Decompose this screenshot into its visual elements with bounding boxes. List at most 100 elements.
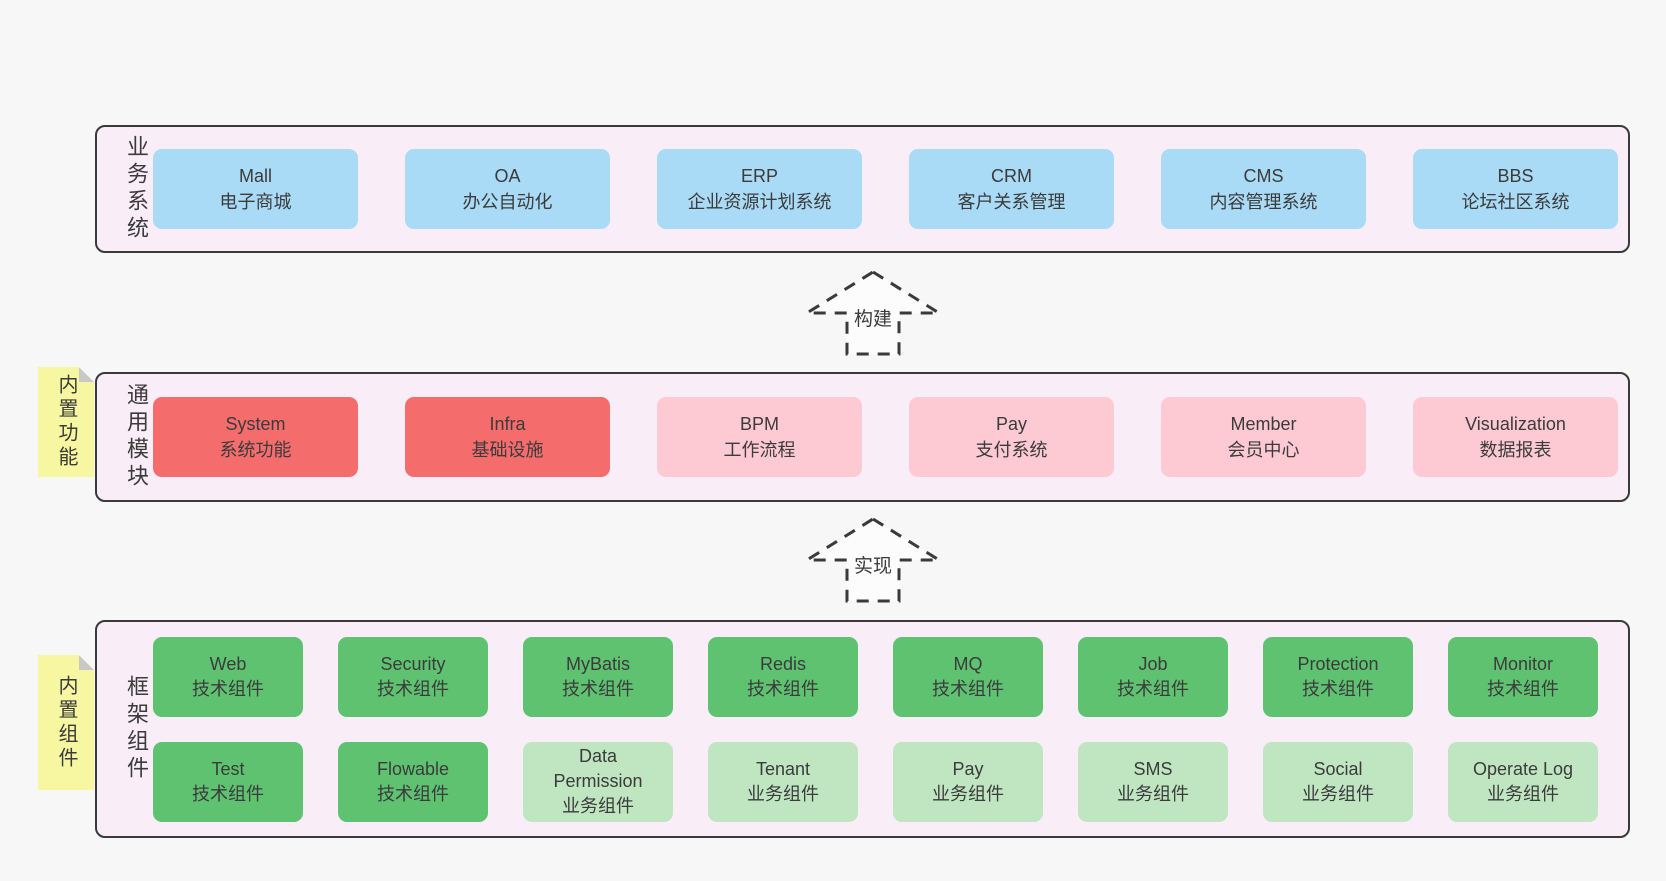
box-tenant-name: Tenant	[755, 758, 811, 779]
box-protection-name: Protection	[1297, 653, 1379, 674]
box-mq-name: MQ	[953, 653, 983, 674]
box-redis: Redis 技术组件	[708, 636, 858, 717]
box-pay-component: Pay 业务组件	[893, 741, 1043, 822]
box-operate-log: Operate Log 业务组件	[1448, 741, 1598, 822]
box-flowable: Flowable 技术组件	[338, 741, 488, 822]
box-infra-desc: 基础设施	[471, 440, 544, 460]
box-member-desc: 会员中心	[1227, 440, 1300, 460]
box-infra-name: Infra	[489, 413, 526, 434]
box-pay-component-name: Pay	[952, 758, 984, 779]
box-tenant: Tenant 业务组件	[708, 741, 858, 822]
modules-layer-label: 通用模块	[124, 383, 149, 491]
box-web-name: Web	[209, 653, 247, 674]
box-security-desc: 技术组件	[377, 678, 449, 699]
box-test: Test 技术组件	[153, 741, 303, 822]
box-web-desc: 技术组件	[192, 678, 264, 699]
box-mybatis: MyBatis 技术组件	[523, 636, 673, 717]
box-mall-name: Mall	[238, 165, 272, 186]
box-social-desc: 业务组件	[1302, 783, 1374, 804]
box-cms: CMS 内容管理系统	[1161, 149, 1366, 229]
box-protection-desc: 技术组件	[1302, 678, 1374, 699]
box-crm-desc: 客户关系管理	[957, 192, 1066, 212]
box-data-permission: Data Permission 业务组件	[523, 741, 673, 822]
framework-row-2: Test 技术组件 Flowable 技术组件 Data Permission …	[153, 741, 1598, 822]
box-oa: OA 办公自动化	[405, 149, 610, 229]
box-security: Security 技术组件	[338, 636, 488, 717]
box-mybatis-name: MyBatis	[565, 653, 630, 674]
sticky-fold-corner	[79, 655, 94, 670]
box-job-desc: 技术组件	[1117, 678, 1189, 699]
box-visualization: Visualization 数据报表	[1413, 397, 1618, 477]
box-security-name: Security	[380, 653, 446, 674]
box-member-name: Member	[1230, 413, 1297, 434]
box-oa-name: OA	[494, 165, 521, 186]
sticky-note-built-in-components: 内置组件	[38, 655, 94, 790]
box-bpm: BPM 工作流程	[657, 397, 862, 477]
box-system: System 系统功能	[153, 397, 358, 477]
box-operate-log-desc: 业务组件	[1487, 783, 1559, 804]
box-tenant-desc: 业务组件	[747, 783, 819, 804]
box-member: Member 会员中心	[1161, 397, 1366, 477]
box-bpm-desc: 工作流程	[723, 440, 796, 460]
box-pay-system-name: Pay	[995, 413, 1028, 434]
box-test-name: Test	[211, 758, 245, 779]
box-flowable-desc: 技术组件	[377, 783, 449, 804]
box-erp-desc: 企业资源计划系统	[687, 192, 832, 212]
box-bpm-name: BPM	[739, 413, 779, 434]
box-mq: MQ 技术组件	[893, 636, 1043, 717]
box-bbs: BBS 论坛社区系统	[1413, 149, 1618, 229]
box-system-desc: 系统功能	[219, 440, 292, 460]
business-layer-label: 业务系统	[124, 135, 149, 243]
sticky-note-built-in-features: 内置功能	[38, 367, 94, 477]
box-social: Social 业务组件	[1263, 741, 1413, 822]
box-mall-desc: 电子商城	[219, 192, 292, 212]
box-job-name: Job	[1138, 653, 1168, 674]
box-pay-system: Pay 支付系统	[909, 397, 1114, 477]
framework-boxes-grid: Web 技术组件 Security 技术组件 MyBatis 技术组件 Redi…	[153, 636, 1598, 822]
framework-layer-label: 框架组件	[124, 675, 149, 783]
box-flowable-name: Flowable	[376, 758, 450, 779]
box-infra: Infra 基础设施	[405, 397, 610, 477]
box-operate-log-name: Operate Log	[1472, 758, 1574, 779]
box-pay-component-desc: 业务组件	[932, 783, 1004, 804]
sticky-built-in-components-label: 内置组件	[55, 674, 77, 771]
box-crm-name: CRM	[991, 165, 1032, 186]
box-bbs-desc: 论坛社区系统	[1461, 192, 1570, 212]
sticky-built-in-features-label: 内置功能	[55, 374, 77, 470]
arrow-implement: 实现	[801, 515, 945, 605]
box-erp-name: ERP	[740, 165, 778, 186]
box-data-permission-name: Data Permission	[553, 746, 643, 792]
arrow-implement-label: 实现	[850, 551, 896, 578]
box-cms-name: CMS	[1243, 165, 1284, 186]
box-sms-name: SMS	[1133, 758, 1173, 779]
box-mybatis-desc: 技术组件	[562, 678, 634, 699]
box-sms-desc: 业务组件	[1117, 783, 1189, 804]
box-monitor-desc: 技术组件	[1487, 678, 1559, 699]
box-cms-desc: 内容管理系统	[1209, 192, 1318, 212]
arrow-build: 构建	[801, 268, 945, 358]
box-redis-desc: 技术组件	[747, 678, 819, 699]
box-visualization-desc: 数据报表	[1479, 440, 1552, 460]
box-erp: ERP 企业资源计划系统	[657, 149, 862, 229]
box-monitor: Monitor 技术组件	[1448, 636, 1598, 717]
box-social-name: Social	[1313, 758, 1363, 779]
arrow-build-label: 构建	[850, 304, 896, 331]
box-test-desc: 技术组件	[192, 783, 264, 804]
modules-boxes-row: System 系统功能 Infra 基础设施 BPM 工作流程 Pay 支付系统…	[153, 397, 1618, 477]
box-visualization-name: Visualization	[1465, 413, 1566, 434]
box-mq-desc: 技术组件	[932, 678, 1004, 699]
sticky-fold-corner	[79, 367, 94, 382]
framework-components-layer: 框架组件 Web 技术组件 Security 技术组件 MyBatis 技术组件…	[95, 620, 1630, 838]
business-boxes-row: Mall 电子商城 OA 办公自动化 ERP 企业资源计划系统 CRM 客户关系…	[153, 149, 1618, 229]
box-monitor-name: Monitor	[1492, 653, 1554, 674]
common-modules-layer: 通用模块 System 系统功能 Infra 基础设施 BPM 工作流程 Pay…	[95, 372, 1630, 502]
box-pay-system-desc: 支付系统	[975, 440, 1048, 460]
box-oa-desc: 办公自动化	[462, 192, 553, 212]
box-mall: Mall 电子商城	[153, 149, 358, 229]
box-crm: CRM 客户关系管理	[909, 149, 1114, 229]
box-job: Job 技术组件	[1078, 636, 1228, 717]
business-systems-layer: 业务系统 Mall 电子商城 OA 办公自动化 ERP 企业资源计划系统 CRM…	[95, 125, 1630, 253]
box-redis-name: Redis	[759, 653, 807, 674]
box-system-name: System	[225, 413, 286, 434]
box-web: Web 技术组件	[153, 636, 303, 717]
